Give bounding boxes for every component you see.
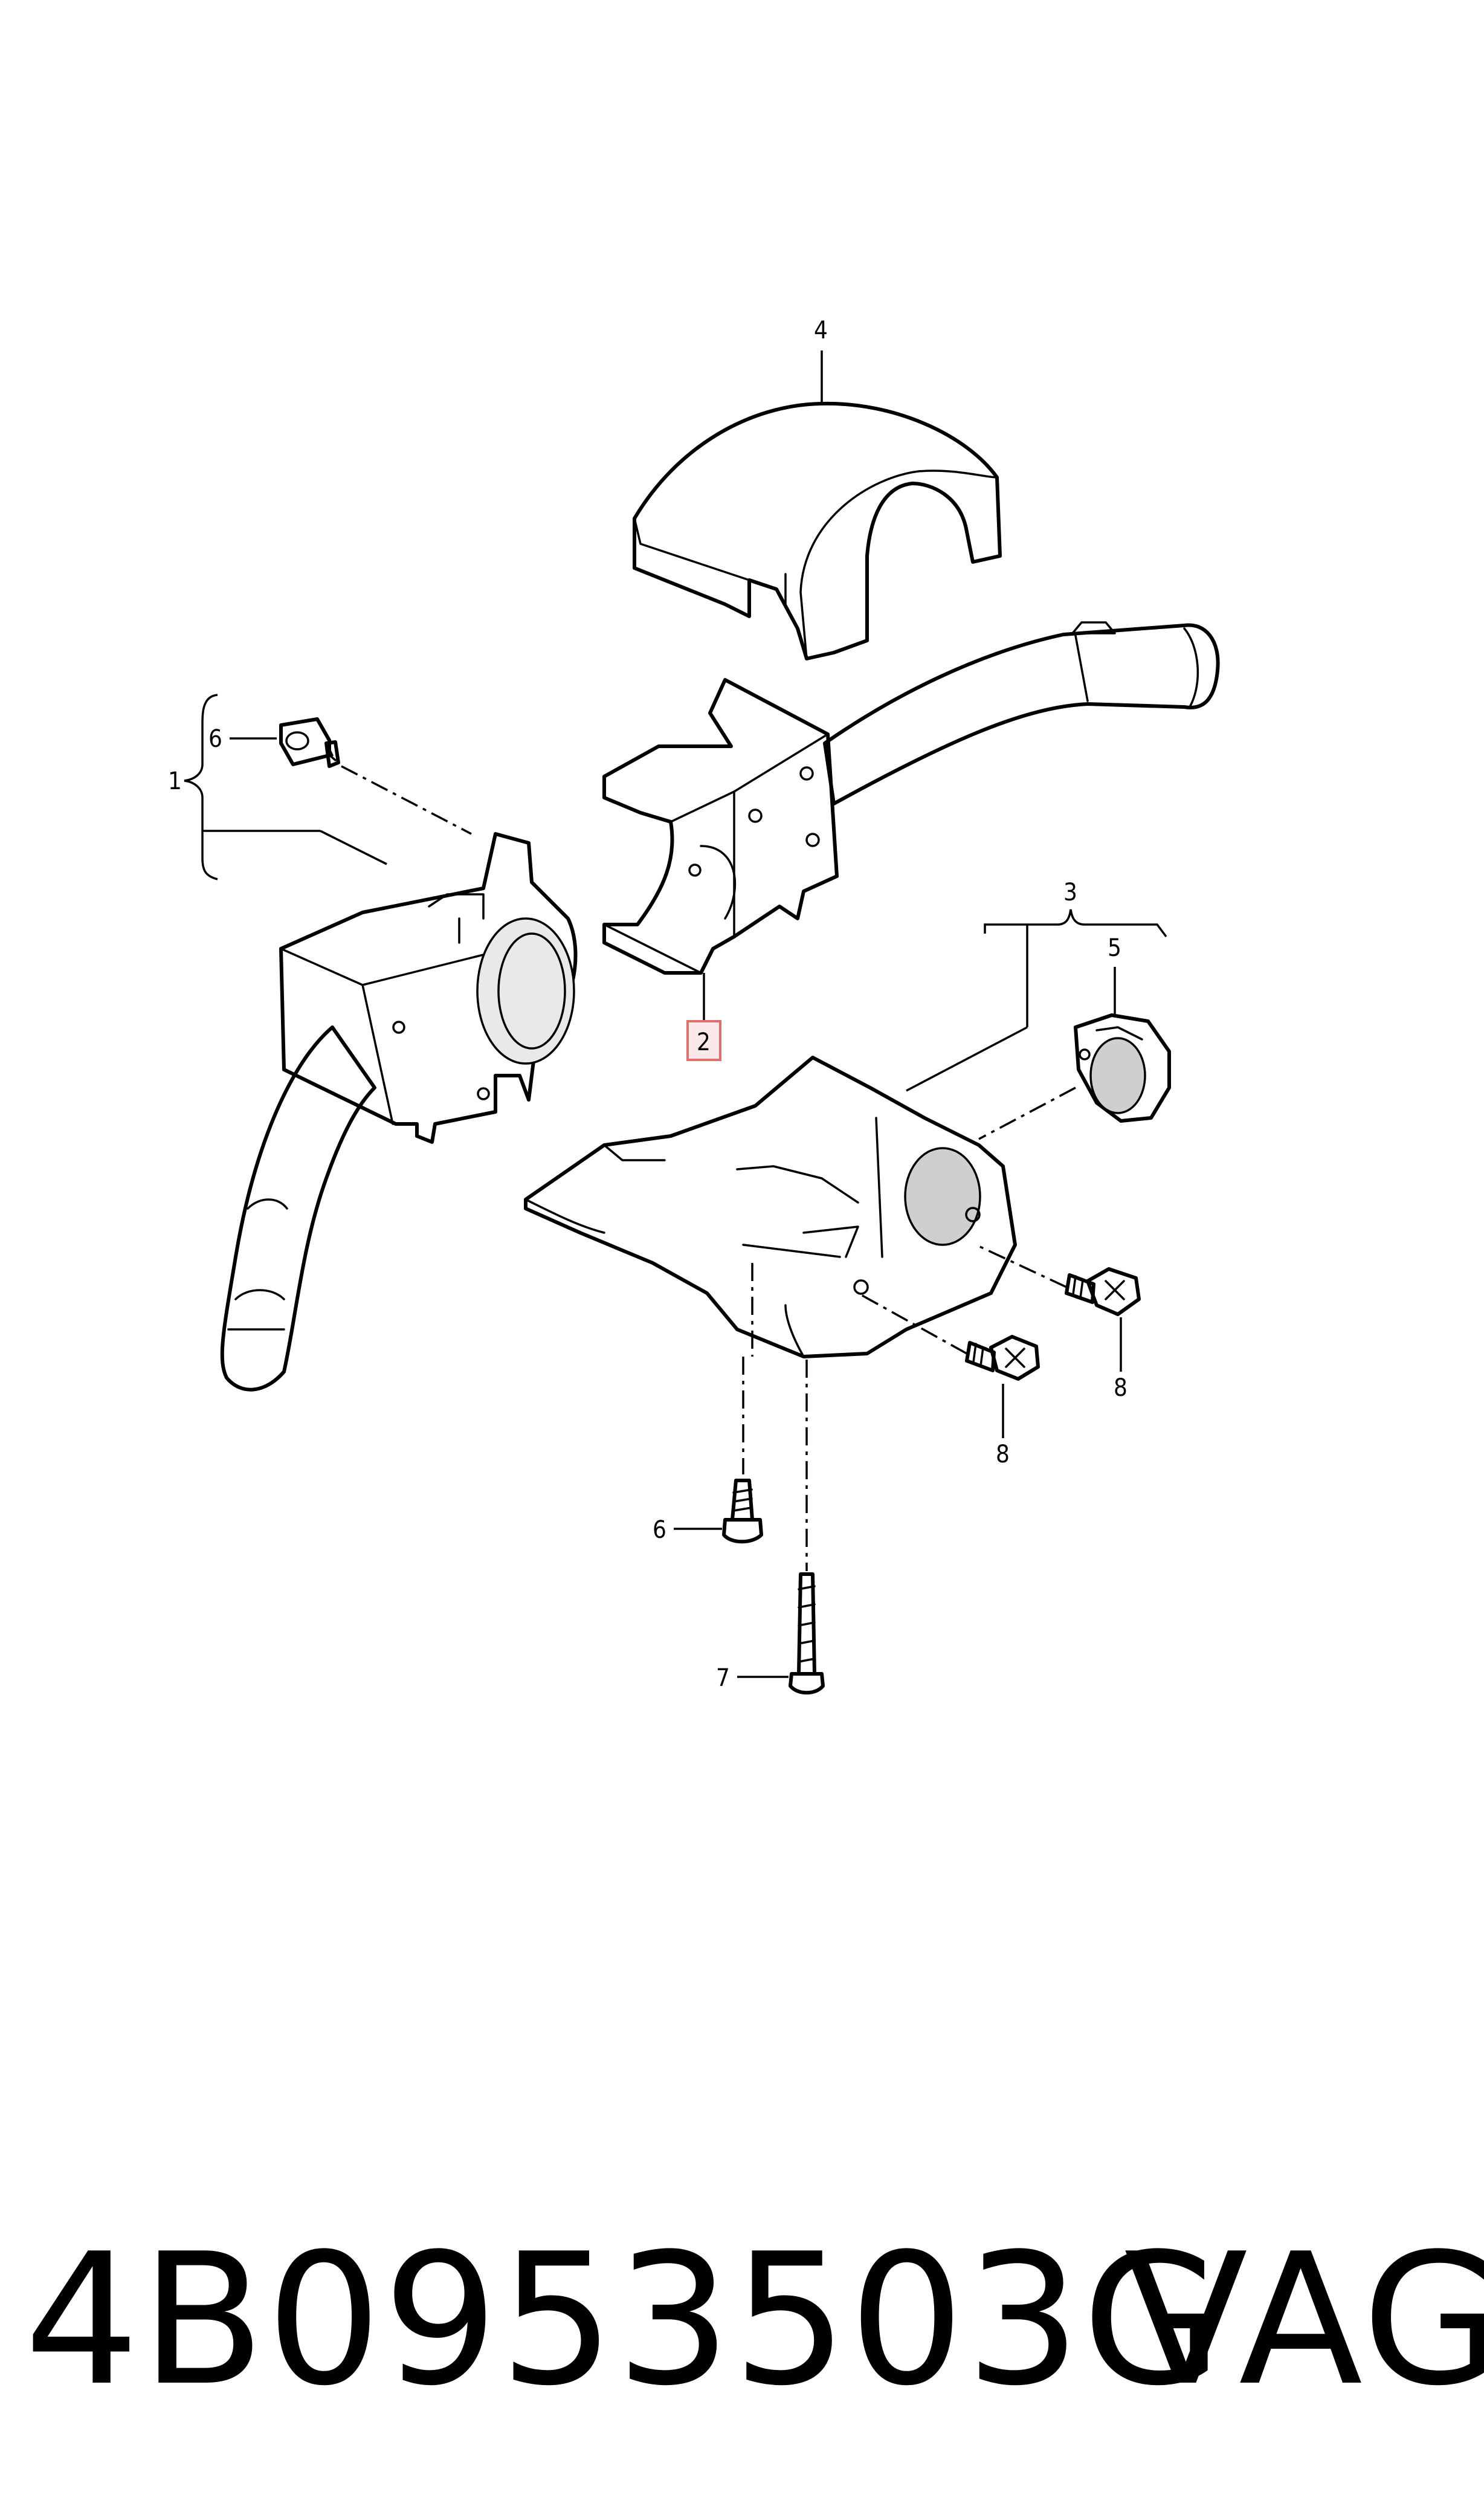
callout-4: 4 xyxy=(814,317,828,344)
callout-6-bottom: 6 xyxy=(653,1516,666,1544)
callout-8-center: 8 xyxy=(996,1441,1010,1468)
combination-switch xyxy=(220,832,578,1392)
callout-8-right: 8 xyxy=(1114,1374,1128,1402)
highlight-box-2 xyxy=(686,1020,721,1061)
callout-3: 3 xyxy=(1063,879,1077,906)
screw-8-center xyxy=(965,1335,1040,1381)
lock-cap xyxy=(1074,1013,1171,1123)
callout-1: 1 xyxy=(168,767,182,795)
callout-5: 5 xyxy=(1108,934,1121,962)
switch-housing xyxy=(602,678,839,975)
footer: 4B0953503G VAG xyxy=(0,2224,1484,2417)
part-number: 4B0953503G xyxy=(24,2215,1224,2426)
upper-column-cover xyxy=(633,401,1002,660)
lower-column-cover xyxy=(524,1056,1017,1358)
callout-6-top: 6 xyxy=(208,725,222,753)
brand-name: VAG xyxy=(1124,2215,1484,2426)
callout-2: 2 xyxy=(697,1028,711,1056)
exploded-parts-diagram: 4 2 xyxy=(168,317,1220,1695)
screw-6-bottom xyxy=(722,1479,763,1544)
screw-6-top xyxy=(279,717,340,768)
right-stalk-arm xyxy=(823,621,1220,805)
screw-8-right xyxy=(1065,1267,1141,1316)
callout-7: 7 xyxy=(716,1664,730,1692)
screw-7-long xyxy=(789,1572,825,1695)
